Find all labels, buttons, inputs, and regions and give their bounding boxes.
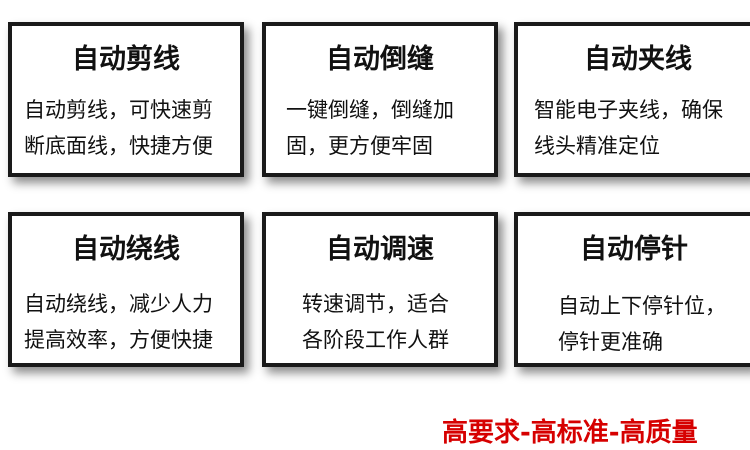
- feature-description-line: 一键倒缝，倒缝加: [286, 98, 454, 122]
- feature-description-line: 自动剪线，可快速剪: [24, 98, 213, 122]
- feature-description: 转速调节，适合 各阶段工作人群: [302, 286, 449, 358]
- feature-description: 自动上下停针位， 停针更准确: [558, 288, 726, 360]
- feature-title: 自动停针: [580, 234, 688, 265]
- feature-description-line: 转速调节，适合: [302, 292, 449, 316]
- feature-description: 自动剪线，可快速剪 断底面线，快捷方便: [24, 92, 213, 164]
- feature-description-line: 断底面线，快捷方便: [24, 134, 213, 158]
- feature-description-line: 提高效率，方便快捷: [24, 328, 213, 352]
- feature-description: 自动绕线，减少人力 提高效率，方便快捷: [24, 286, 213, 358]
- feature-card-auto-winding: 自动绕线 自动绕线，减少人力 提高效率，方便快捷: [8, 212, 244, 367]
- feature-description: 智能电子夹线，确保 线头精准定位: [534, 92, 723, 164]
- feature-description-line: 各阶段工作人群: [302, 328, 449, 352]
- feature-description-line: 固，更方便牢固: [286, 134, 433, 158]
- feature-title: 自动夹线: [584, 44, 692, 75]
- feature-card-auto-speed: 自动调速 转速调节，适合 各阶段工作人群: [262, 212, 498, 367]
- feature-card-auto-trim: 自动剪线 自动剪线，可快速剪 断底面线，快捷方便: [8, 22, 244, 177]
- feature-card-auto-thread-clamp: 自动夹线 智能电子夹线，确保 线头精准定位: [514, 22, 750, 177]
- feature-title: 自动调速: [326, 234, 434, 265]
- feature-title: 自动倒缝: [326, 44, 434, 75]
- feature-card-auto-needle-stop: 自动停针 自动上下停针位， 停针更准确: [514, 212, 750, 367]
- quality-slogan: 高要求-高标准-高质量: [442, 418, 698, 448]
- feature-card-auto-backstitch: 自动倒缝 一键倒缝，倒缝加 固，更方便牢固: [262, 22, 498, 177]
- feature-description: 一键倒缝，倒缝加 固，更方便牢固: [286, 92, 454, 164]
- feature-description-line: 线头精准定位: [534, 134, 660, 158]
- feature-title: 自动绕线: [72, 234, 180, 265]
- feature-description-line: 自动上下停针位，: [558, 294, 726, 318]
- feature-description-line: 停针更准确: [558, 330, 663, 354]
- feature-title: 自动剪线: [72, 44, 180, 75]
- feature-description-line: 智能电子夹线，确保: [534, 98, 723, 122]
- feature-description-line: 自动绕线，减少人力: [24, 292, 213, 316]
